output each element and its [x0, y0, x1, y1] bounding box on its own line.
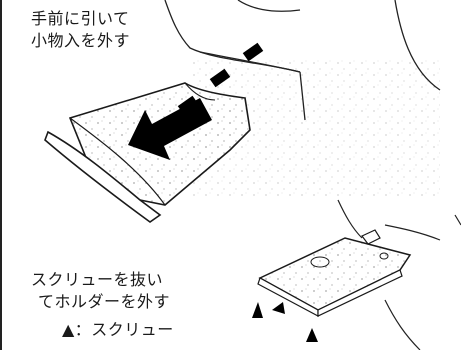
storage-tray [44, 82, 251, 223]
caption-step1-line1: 手前に引いて [31, 9, 130, 28]
caption-step1-line2: 小物入を外す [31, 31, 131, 50]
screw-marker-icon [252, 302, 318, 342]
caption-step2-line2: てホルダーを外す [38, 292, 171, 311]
dashboard-panel-bottom [337, 199, 461, 350]
tray-front-lip [44, 130, 162, 223]
holder-plate [257, 229, 412, 317]
legend-screw: ▲：スクリュー [62, 320, 174, 339]
left-border-line [0, 0, 2, 350]
caption-step2-line1: スクリューを抜い [31, 270, 164, 289]
holder-clip [361, 229, 381, 245]
dashed-motion-line [177, 42, 264, 115]
arrow-icon [128, 98, 212, 160]
